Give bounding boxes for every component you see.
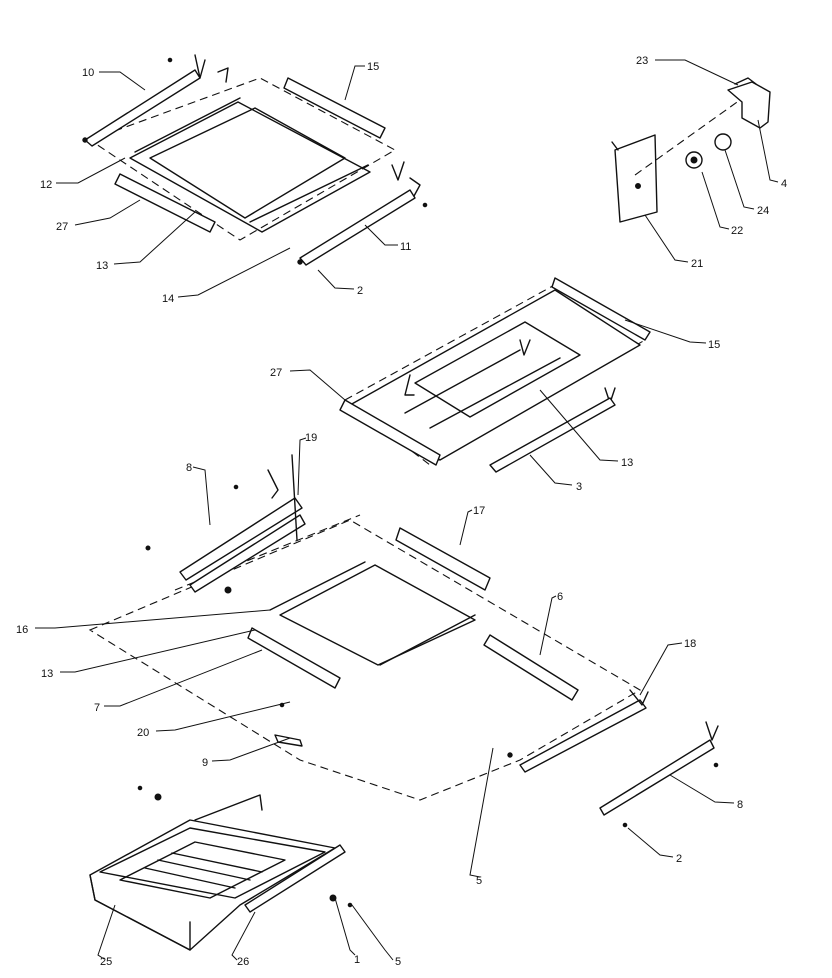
rear-shelf-trim [283, 77, 386, 139]
callout-20: 20 [137, 727, 149, 739]
callout-11: 11 [400, 241, 411, 253]
rear-trim [551, 277, 651, 341]
crisper-cover-assembly [88, 454, 649, 801]
callout-26: 26 [237, 956, 249, 968]
callout-27: 27 [56, 221, 68, 233]
callout-15: 15 [367, 61, 379, 73]
leader-lines [35, 59, 779, 961]
mounting-plate [614, 134, 658, 223]
upper-shelf-assembly [82, 54, 428, 266]
callout-12: 12 [40, 179, 52, 191]
callout-27: 27 [270, 367, 282, 379]
front-cover-trim [247, 627, 341, 689]
shelf-support [489, 397, 616, 473]
middle-shelf-assembly [339, 277, 651, 473]
callout-2: 2 [676, 853, 682, 865]
rear-cover-trim [395, 527, 491, 591]
callout-13: 13 [96, 260, 108, 272]
front-shelf-trim [114, 173, 216, 233]
center-trim [483, 634, 579, 701]
callout-18: 18 [684, 638, 696, 650]
drawer-body [89, 819, 336, 951]
rail-clip [274, 734, 303, 747]
callout-23: 23 [636, 55, 648, 67]
left-shelf-rail [84, 69, 201, 147]
callout-16: 16 [16, 624, 28, 636]
callout-4: 4 [781, 178, 787, 190]
washer [714, 133, 732, 151]
callout-5: 5 [476, 875, 482, 887]
callout-22: 22 [731, 225, 743, 237]
callout-13: 13 [41, 668, 53, 680]
callout-1: 1 [354, 954, 360, 966]
right-shelf-rail [299, 189, 416, 266]
callout-3: 3 [576, 481, 582, 493]
glass-panel [279, 564, 476, 666]
callout-14: 14 [162, 293, 174, 305]
hinge-bracket [727, 81, 771, 129]
callout-5: 5 [395, 956, 401, 968]
callout-2: 2 [357, 285, 363, 297]
left-support-rail [179, 497, 303, 581]
crisper-drawer [89, 785, 353, 951]
callout-8: 8 [186, 462, 192, 474]
left-rail-inner [189, 514, 306, 593]
callout-25: 25 [100, 956, 112, 968]
right-support-rail [519, 699, 647, 773]
callout-17: 17 [473, 505, 485, 517]
callout-19: 19 [305, 432, 317, 444]
callout-7: 7 [94, 702, 100, 714]
callout-21: 21 [691, 258, 703, 270]
callout-8: 8 [737, 799, 743, 811]
callout-15: 15 [708, 339, 720, 351]
callout-6: 6 [557, 591, 563, 603]
callout-10: 10 [82, 67, 94, 79]
hinge-bracket-assembly [611, 77, 771, 223]
right-side-rail [599, 721, 719, 828]
callout-labels: 10 15 12 27 13 14 11 2 23 4 24 22 21 15 … [16, 55, 787, 968]
callout-13: 13 [621, 457, 633, 469]
callout-24: 24 [757, 205, 769, 217]
drawer-front-strip [244, 844, 346, 913]
front-trim [339, 399, 441, 466]
callout-9: 9 [202, 757, 208, 769]
